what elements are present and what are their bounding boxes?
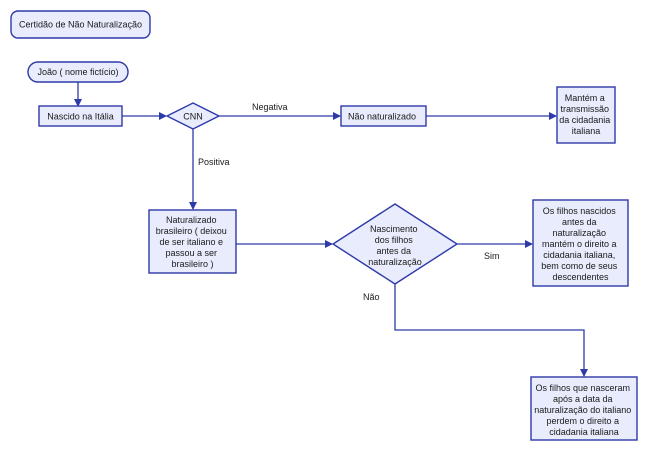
- cnn-text: CNN: [183, 112, 203, 122]
- birth-decision-text: Nascimento dos filhos antes da naturaliz…: [368, 224, 422, 267]
- born-node: Nascido na Itália: [38, 105, 123, 127]
- title-node: Certidão de Não Naturalização: [10, 10, 151, 39]
- keeps-transmission-text: Mantém a transmissão da cidadania italia…: [559, 93, 613, 136]
- not-naturalized-text: Não naturalizado: [348, 112, 416, 122]
- edge-birth-to-after: [394, 284, 588, 377]
- start-text: João ( nome fictício): [37, 67, 118, 77]
- edge-label-positiva: Positiva: [198, 157, 230, 167]
- children-after-node: Os filhos que nasceram após a data da na…: [530, 376, 638, 441]
- edge-label-negativa: Negativa: [252, 102, 288, 112]
- naturalized-text: Naturalizado brasileiro ( deixou de ser …: [156, 215, 230, 269]
- title-text: Certidão de Não Naturalização: [19, 20, 142, 30]
- not-naturalized-node: Não naturalizado: [340, 105, 427, 127]
- birth-decision-node: Nascimento dos filhos antes da naturaliz…: [331, 203, 459, 285]
- born-text: Nascido na Itália: [47, 112, 114, 122]
- edge-label-nao: Não: [363, 292, 380, 302]
- children-before-text: Os filhos nascidos antes da naturalizaçã…: [541, 206, 620, 282]
- children-after-text: Os filhos que nasceram após a data da na…: [534, 383, 634, 437]
- edge-label-sim: Sim: [484, 251, 500, 261]
- start-node: João ( nome fictício): [27, 61, 129, 83]
- children-before-node: Os filhos nascidos antes da naturalizaçã…: [532, 199, 629, 287]
- keeps-transmission-node: Mantém a transmissão da cidadania italia…: [556, 86, 616, 144]
- cnn-decision-node: CNN: [165, 102, 221, 130]
- naturalized-node: Naturalizado brasileiro ( deixou de ser …: [148, 209, 237, 274]
